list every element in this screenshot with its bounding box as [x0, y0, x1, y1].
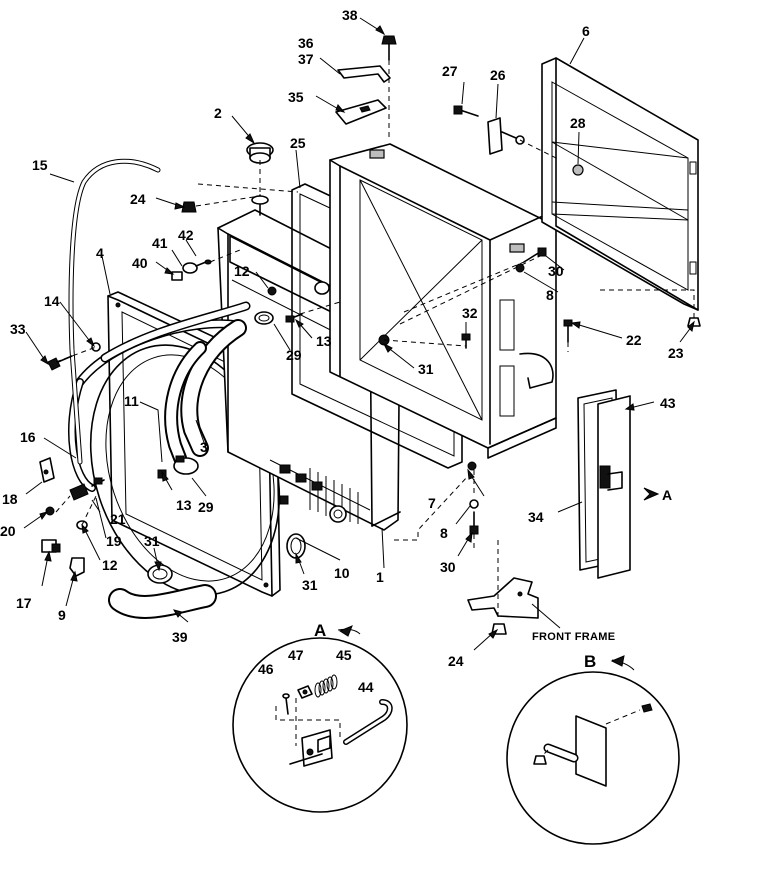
part-label-9: 9 [58, 607, 66, 623]
part-label-27: 27 [442, 63, 458, 79]
part-label-33: 33 [10, 321, 26, 337]
part-label-24: 24 [448, 653, 464, 669]
part-label-8: 8 [440, 525, 448, 541]
part-label-34: 34 [528, 509, 544, 525]
part-label-4: 4 [96, 245, 104, 261]
upper-hose [68, 301, 251, 492]
part-label-12: 12 [234, 263, 250, 279]
part-label-43: 43 [660, 395, 676, 411]
part-label-35: 35 [288, 89, 304, 105]
leader-lines [23, 17, 695, 651]
grille-frame [541, 57, 699, 311]
part-label-18: 18 [2, 491, 18, 507]
fasteners [39, 35, 701, 635]
part-label-25: 25 [290, 135, 306, 151]
part-label-30: 30 [548, 263, 564, 279]
part-label-10: 10 [334, 565, 350, 581]
detail-view-a [232, 625, 408, 813]
part-label-39: 39 [172, 629, 188, 645]
part-label-40: 40 [132, 255, 148, 271]
part-label-11: 11 [124, 393, 139, 409]
overflow-tube [68, 158, 161, 465]
assembly-lines [55, 60, 695, 620]
part-label-42: 42 [178, 227, 194, 243]
side-panel [577, 389, 631, 579]
radiator-housing [329, 143, 557, 459]
part-label-36: 36 [298, 35, 314, 51]
part-label-15: 15 [32, 157, 48, 173]
part-label-7: 7 [428, 495, 436, 511]
part-label-2: 2 [214, 105, 222, 121]
part-label-38: 38 [342, 7, 358, 23]
part-label-31: 31 [302, 577, 318, 593]
part-label-28: 28 [570, 115, 586, 131]
part-label-45: 45 [336, 647, 352, 663]
part-label-16: 16 [20, 429, 36, 445]
view-a-arrow [643, 487, 660, 501]
part-label-26: 26 [490, 67, 506, 83]
front-frame-bracket [467, 577, 539, 619]
part-label-37: 37 [298, 51, 314, 67]
part-label-17: 17 [16, 595, 32, 611]
part-label-30: 30 [440, 559, 456, 575]
part-label-46: 46 [258, 661, 274, 677]
view-a-arrow-letter: A [662, 487, 672, 503]
part-label-31: 31 [418, 361, 434, 377]
part-label-13: 13 [316, 333, 332, 349]
part-label-19: 19 [106, 533, 122, 549]
radiator-cap [246, 142, 274, 216]
part-label-29: 29 [198, 499, 214, 515]
part-label-23: 23 [668, 345, 684, 361]
part-label-1: 1 [376, 569, 384, 585]
part-label-12: 12 [102, 557, 118, 573]
part-label-20: 20 [0, 523, 16, 539]
part-label-32: 32 [462, 305, 478, 321]
part-label-29: 29 [286, 347, 302, 363]
detail-view-a-letter: A [314, 621, 326, 640]
part-label-21: 21 [110, 511, 126, 527]
lower-hose [108, 584, 217, 619]
part-label-24: 24 [130, 191, 146, 207]
part-label-6: 6 [582, 23, 590, 39]
part-label-8: 8 [546, 287, 554, 303]
part-label-41: 41 [152, 235, 168, 251]
part-label-14: 14 [44, 293, 60, 309]
part-label-22: 22 [626, 332, 642, 348]
front-frame-label: FRONT FRAME [532, 631, 615, 643]
part-label-31: 31 [144, 533, 160, 549]
detail-view-b [506, 655, 680, 845]
part-label-47: 47 [288, 647, 304, 663]
part-label-44: 44 [358, 679, 374, 695]
radiator-hose [164, 319, 247, 465]
part-label-13: 13 [176, 497, 192, 513]
detail-view-b-letter: B [584, 652, 596, 671]
part-number-labels: 1234678891011121213131415161718192021222… [0, 7, 684, 695]
part-label-3: 3 [200, 439, 208, 455]
